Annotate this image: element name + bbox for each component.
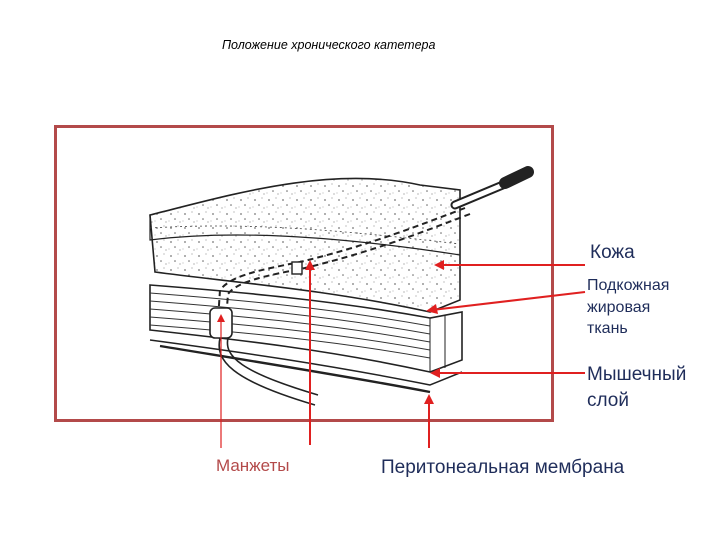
label-muscle-line1: Мышечный bbox=[587, 364, 687, 385]
illustration-frame bbox=[54, 125, 554, 422]
label-skin: Кожа bbox=[590, 242, 635, 263]
skin-fat-layer bbox=[149, 177, 461, 313]
label-fat-line1: Подкожная bbox=[587, 277, 670, 294]
label-fat-line3: ткань bbox=[587, 320, 628, 338]
pointer-arrows bbox=[217, 260, 586, 448]
label-fat-line2: жировая bbox=[587, 298, 651, 316]
peritoneal-membrane bbox=[149, 339, 463, 394]
diagram-title: Положение хронического катетера bbox=[222, 38, 436, 52]
label-muscle-layer: Мышечный слой bbox=[587, 362, 686, 413]
muscle-layer bbox=[149, 284, 463, 373]
superficial-cuff bbox=[291, 261, 303, 275]
fat-arrow bbox=[431, 291, 586, 311]
label-muscle-line2: слой bbox=[587, 389, 629, 411]
label-peritoneal-membrane: Перитонеальная мембрана bbox=[381, 457, 625, 478]
label-cuffs: Манжеты bbox=[216, 456, 290, 475]
label-subcutaneous-fat: Подкожная жировая ткань bbox=[587, 275, 669, 340]
catheter bbox=[209, 166, 534, 406]
